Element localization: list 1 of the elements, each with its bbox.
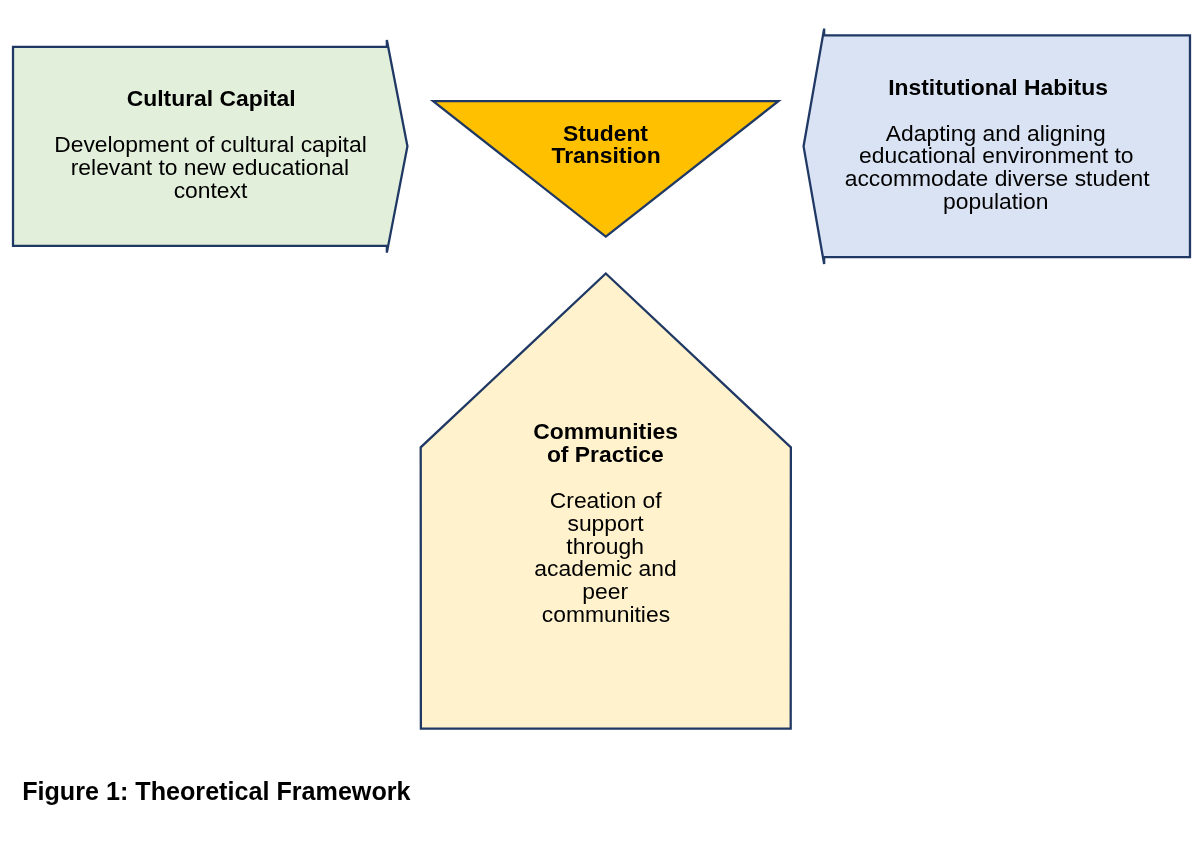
caption: Figure 1: Theoretical Framework [22, 776, 411, 805]
